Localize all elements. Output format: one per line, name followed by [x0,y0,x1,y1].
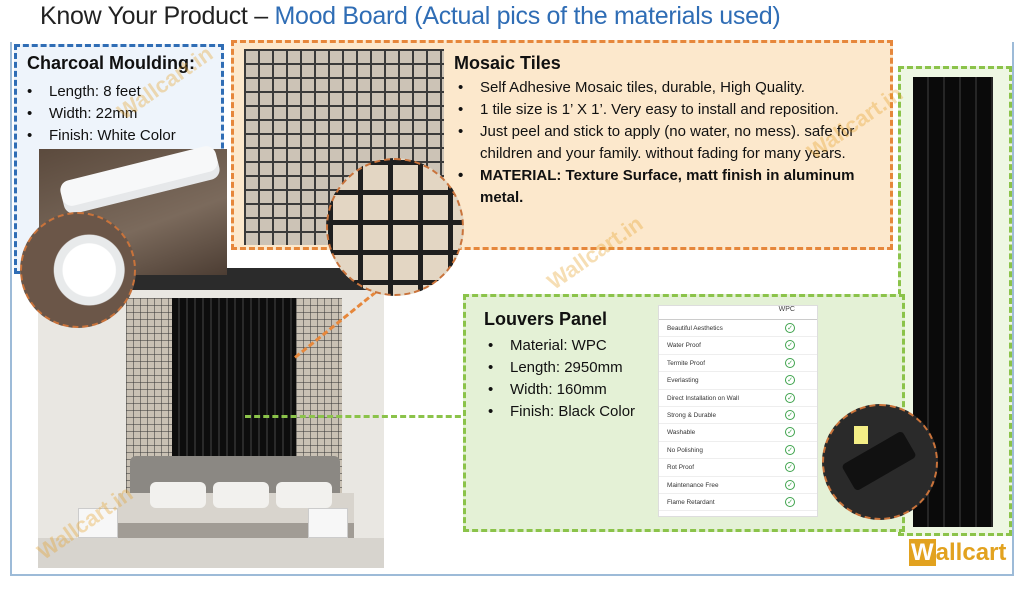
wpc-feature-label: Rot Proof [667,464,694,472]
frame-bottom-border [10,574,1014,576]
check-icon: ✓ [785,323,795,333]
wpc-table-row: Water Proof ✓ [659,337,817,355]
check-icon: ✓ [785,409,795,420]
check-icon: ✓ [785,392,795,403]
logo-letter: W [909,539,936,566]
wpc-feature-label: No Polishing [667,446,703,454]
logo-text: allcart [935,539,1007,566]
wpc-table-row: Direct Installation on Wall ✓ [659,390,817,407]
pillow [276,482,332,508]
louver-length: Length: 2950mm [482,357,662,379]
wpc-table-header: WPC [659,306,817,320]
pillow [213,482,269,508]
mosaic-specs: Self Adhesive Mosaic tiles, durable, Hig… [452,77,892,209]
moulding-length: Length: 8 feet [21,81,221,103]
check-icon: ✓ [785,427,795,438]
pillow [150,482,206,508]
moulding-specs: Length: 8 feet Width: 22mm Finish: White… [21,81,221,147]
nightstand [78,508,118,538]
moulding-heading: Charcoal Moulding: [27,53,195,73]
wpc-feature-label: Strong & Durable [667,411,717,419]
wpc-table-row: Beautiful Aesthetics ✓ [659,320,817,338]
wpc-feature-label: Maintenance Free [667,481,719,489]
frame-left-border [10,42,12,576]
title-main: Know Your Product – [40,2,268,30]
check-icon: ✓ [785,444,795,455]
louvers-specs: Material: WPC Length: 2950mm Width: 160m… [482,335,662,423]
moulding-finish: Finish: White Color [21,125,221,147]
louver-connector [245,415,470,418]
moulding-profile [58,144,220,208]
wpc-table-body: Beautiful Aesthetics✓Water Proof✓Termite… [659,320,817,512]
check-icon: ✓ [785,479,795,490]
check-icon: ✓ [785,496,795,507]
wpc-table-row: No Polishing ✓ [659,442,817,460]
frame-right-border [1012,42,1014,576]
wpc-table-row: Everlasting ✓ [659,372,817,390]
moulding-width: Width: 22mm [21,103,221,125]
wpc-feature-label: Everlasting [667,377,699,385]
wpc-table-row: Flame Retardant ✓ [659,494,817,512]
wpc-table-row: Termite Proof ✓ [659,355,817,373]
wpc-feature-label: Direct Installation on Wall [667,394,739,402]
check-icon: ✓ [785,357,795,368]
mosaic-spec: 1 tile size is 1’ X 1’. Very easy to ins… [452,99,892,121]
nightstand [308,508,348,538]
louver-profile [841,430,917,492]
louvers-heading: Louvers Panel [484,309,608,329]
check-icon: ✓ [785,462,795,473]
mosaic-heading: Mosaic Tiles [454,53,561,73]
louver-material: Material: WPC [482,335,662,357]
louver-width: Width: 160mm [482,379,662,401]
wpc-feature-label: Flame Retardant [667,498,715,506]
moulding-closeup [20,212,136,328]
wpc-table-row: Washable ✓ [659,424,817,442]
check-icon: ✓ [785,375,795,386]
wpc-features-table: WPC Beautiful Aesthetics✓Water Proof✓Ter… [658,305,818,517]
louver-cavity [854,426,868,444]
wpc-table-row: Maintenance Free ✓ [659,477,817,494]
wallcart-logo: Wallcart [909,539,1006,567]
mosaic-spec: Just peel and stick to apply (no water, … [452,121,892,165]
bedroom-photo [38,268,384,568]
wpc-table-row: Rot Proof ✓ [659,459,817,477]
slide-title: Know Your Product – Mood Board (Actual p… [40,2,781,31]
louver-closeup [822,404,938,520]
wpc-feature-label: Beautiful Aesthetics [667,325,723,332]
louver-finish: Finish: Black Color [482,401,662,423]
wpc-feature-label: Washable [667,429,696,437]
mosaic-spec: Self Adhesive Mosaic tiles, durable, Hig… [452,77,892,99]
floor [38,538,384,568]
mosaic-material: MATERIAL: Texture Surface, matt finish i… [452,165,892,209]
mosaic-closeup [326,158,464,296]
check-icon: ✓ [785,340,795,351]
title-accent: Mood Board (Actual pics of the materials… [274,2,781,30]
wpc-feature-label: Water Proof [667,342,701,350]
wpc-table-row: Strong & Durable ✓ [659,407,817,425]
wpc-feature-label: Termite Proof [667,359,705,367]
